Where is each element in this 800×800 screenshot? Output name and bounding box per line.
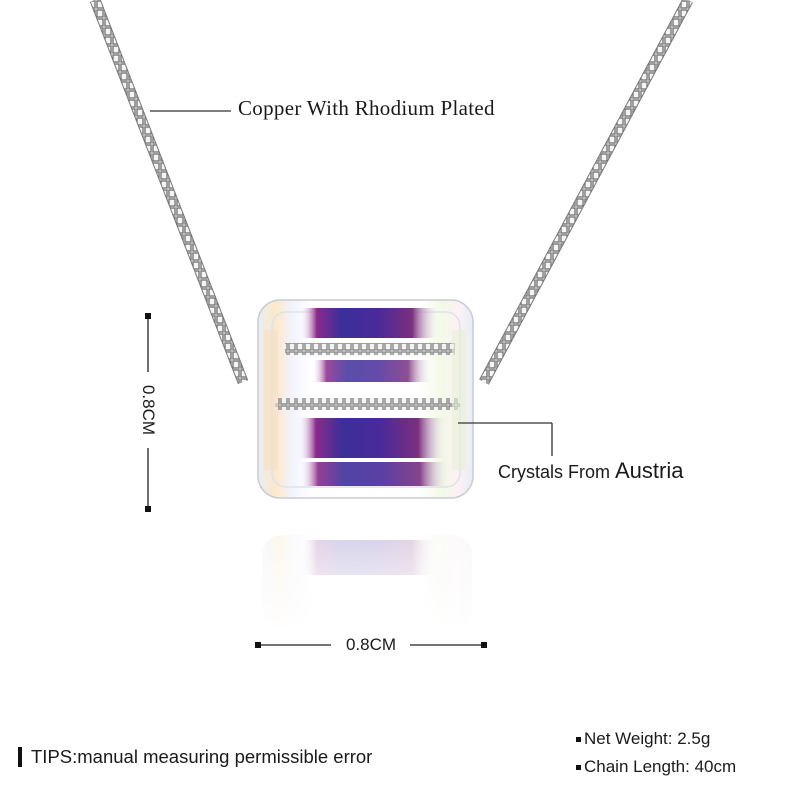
crystal-label-prefix: Crystals From bbox=[498, 462, 615, 482]
spec-net-weight-text: Net Weight: 2.5g bbox=[584, 729, 711, 748]
spec-chain-length: Chain Length: 40cm bbox=[576, 757, 736, 777]
spec-chain-length-text: Chain Length: 40cm bbox=[584, 757, 737, 776]
height-dimension-marker bbox=[145, 313, 151, 512]
bullet-square-icon bbox=[576, 736, 581, 742]
crystal-reflection bbox=[262, 535, 472, 630]
crystal-label-origin: Austria bbox=[615, 458, 684, 483]
width-dimension-marker bbox=[255, 642, 487, 648]
height-dimension-label: 0.8CM bbox=[139, 384, 158, 436]
box-chain bbox=[89, 0, 693, 385]
crystal-callout-line bbox=[458, 422, 553, 456]
bullet-square-icon bbox=[576, 764, 581, 770]
material-label: Copper With Rhodium Plated bbox=[238, 96, 495, 120]
tips-bar bbox=[18, 747, 22, 767]
tips-note: TIPS:manual measuring permissible error bbox=[18, 746, 372, 768]
crystal-label: Crystals From Austria bbox=[498, 458, 683, 484]
width-dimension-label: 0.8CM bbox=[345, 635, 397, 654]
tips-text: TIPS:manual measuring permissible error bbox=[31, 746, 373, 767]
spec-net-weight: Net Weight: 2.5g bbox=[576, 729, 710, 749]
crystal-cube-pendant bbox=[257, 299, 474, 499]
